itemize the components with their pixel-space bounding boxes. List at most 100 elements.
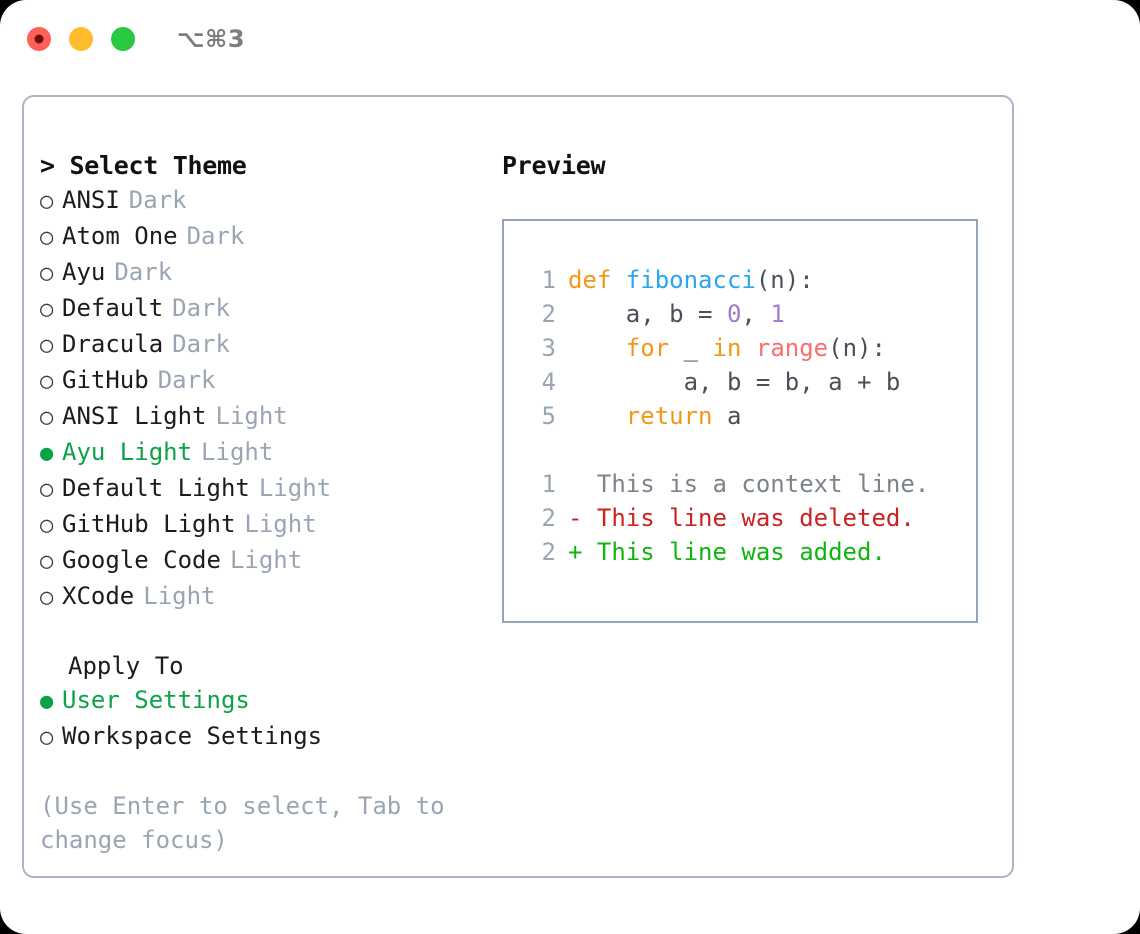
code-token-txt: a, b =	[568, 300, 727, 328]
code-token-txt: a	[712, 402, 742, 430]
line-number: 4	[541, 368, 556, 396]
diff-marker	[568, 467, 582, 501]
code-token-kw: def	[568, 266, 626, 294]
window-controls	[27, 27, 135, 51]
apply-option-workspace-settings[interactable]: ○ Workspace Settings	[40, 719, 490, 755]
radio-unselected-icon: ○	[40, 297, 54, 322]
theme-option-ansi[interactable]: ○ ANSI Dark	[40, 183, 490, 219]
keyboard-hint-text: (Use Enter to select, Tab to change focu…	[40, 792, 460, 854]
code-token-txt: ,	[741, 300, 771, 328]
code-token-txt: a, b = b, a + b	[568, 368, 901, 396]
diff-line-del: 2- This line was deleted.	[522, 501, 976, 535]
code-line: 4 a, b = b, a + b	[522, 365, 976, 399]
line-number: 3	[541, 334, 556, 362]
title-bar: ⌥⌘3	[0, 0, 1140, 78]
theme-variant-tag: Dark	[186, 222, 245, 250]
code-text: a, b = b, a + b	[568, 365, 901, 399]
theme-option-label: Google Code	[62, 546, 221, 574]
maximize-button-icon[interactable]	[111, 27, 135, 51]
code-line: 2 a, b = 0, 1	[522, 297, 976, 331]
diff-text: This line was deleted.	[582, 504, 915, 532]
code-token-txt	[568, 402, 626, 430]
theme-option-ayu-light[interactable]: ● Ayu Light Light	[40, 435, 490, 471]
select-theme-heading: > Select Theme	[40, 151, 247, 180]
diff-text: This is a context line.	[582, 470, 930, 498]
theme-option-github-light[interactable]: ○ GitHub Light Light	[40, 507, 490, 543]
diff-sample: 1 This is a context line.2- This line wa…	[522, 467, 976, 569]
code-token-num: 1	[770, 300, 785, 328]
code-token-txt: _	[669, 334, 713, 362]
theme-option-default-light[interactable]: ○ Default Light Light	[40, 471, 490, 507]
theme-option-ayu[interactable]: ○ Ayu Dark	[40, 255, 490, 291]
code-token-punc: (n):	[828, 334, 886, 362]
code-token-txt	[741, 334, 755, 362]
radio-selected-icon: ●	[40, 689, 54, 714]
theme-variant-tag: Light	[215, 402, 288, 430]
apply-option-label: User Settings	[62, 686, 250, 714]
code-text: a, b = 0, 1	[568, 297, 785, 331]
close-button-icon[interactable]	[27, 27, 51, 51]
apply-option-user-settings[interactable]: ● User Settings	[40, 683, 490, 719]
code-token-bi: range	[755, 334, 829, 362]
radio-unselected-icon: ○	[40, 405, 54, 430]
theme-variant-tag: Light	[244, 510, 317, 538]
code-line: 5 return a	[522, 399, 976, 433]
line-number: 1	[541, 266, 556, 294]
radio-unselected-icon: ○	[40, 189, 54, 214]
code-text: for _ in range(n):	[568, 331, 886, 365]
code-token-punc: (n):	[755, 266, 814, 294]
code-token-kw: return	[625, 402, 713, 430]
radio-unselected-icon: ○	[40, 513, 54, 538]
theme-option-label: Dracula	[62, 330, 164, 358]
code-spacer	[522, 433, 976, 467]
theme-option-label: Ayu	[62, 258, 106, 286]
theme-option-label: Ayu Light	[62, 438, 193, 466]
theme-variant-tag: Dark	[128, 186, 187, 214]
code-line: 3 for _ in range(n):	[522, 331, 976, 365]
theme-option-default[interactable]: ○ Default Dark	[40, 291, 490, 327]
code-text: def fibonacci(n):	[568, 263, 814, 297]
theme-variant-tag: Light	[201, 438, 274, 466]
code-token-num: 0	[726, 300, 742, 328]
code-token-fn: fibonacci	[625, 266, 756, 294]
theme-option-label: Default	[62, 294, 164, 322]
radio-unselected-icon: ○	[40, 261, 54, 286]
theme-variant-tag: Light	[143, 582, 216, 610]
code-token-kw: in	[712, 334, 742, 362]
theme-variant-tag: Light	[258, 474, 332, 502]
theme-variant-tag: Dark	[172, 294, 230, 322]
minimize-button-icon[interactable]	[69, 27, 93, 51]
diff-marker: +	[568, 538, 583, 566]
radio-unselected-icon: ○	[40, 477, 54, 502]
code-text: return a	[568, 399, 742, 433]
shortcut-label: ⌥⌘3	[177, 25, 246, 53]
diff-text: This line was added.	[582, 538, 886, 566]
code-token-txt	[568, 334, 626, 362]
radio-selected-icon: ●	[40, 441, 54, 466]
theme-variant-tag: Dark	[157, 366, 216, 394]
line-number: 2	[541, 300, 556, 328]
theme-option-label: Default Light	[62, 474, 250, 502]
diff-line-ctx: 1 This is a context line.	[522, 467, 976, 501]
apply-to-option-list: ● User Settings ○ Workspace Settings	[40, 683, 490, 755]
theme-option-label: ANSI	[62, 186, 120, 214]
theme-variant-tag: Dark	[114, 258, 173, 286]
line-number: 2	[541, 538, 556, 566]
theme-option-label: GitHub Light	[62, 510, 236, 538]
radio-unselected-icon: ○	[40, 725, 54, 750]
spacer	[40, 615, 490, 649]
line-number: 5	[541, 402, 556, 430]
apply-option-label: Workspace Settings	[62, 722, 323, 750]
diff-line-add: 2 + This line was added.	[522, 535, 976, 569]
theme-option-label: XCode	[62, 582, 135, 610]
